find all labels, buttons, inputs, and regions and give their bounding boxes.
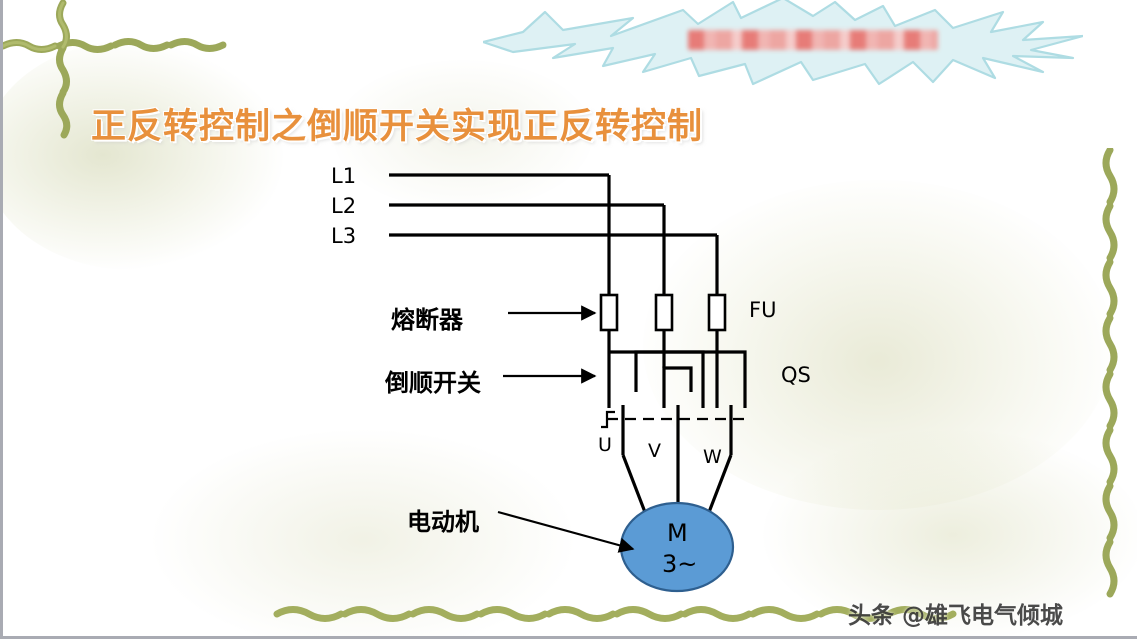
motor-lead-U: [621, 454, 650, 521]
designator-label-FU: FU: [749, 298, 777, 322]
fuse-symbol-L2: [654, 293, 674, 332]
fuse-symbol-L3: [707, 293, 727, 332]
watermark-text: 头条 @雄飞电气倾城: [848, 603, 1064, 629]
supply-label-L1: L1: [331, 164, 357, 188]
supply-label-L3: L3: [331, 224, 357, 248]
motor-terminal-label-U: U: [598, 434, 612, 456]
page-title: 正反转控制之倒顺开关实现正反转控制: [91, 107, 704, 147]
redacted-banner-text: [688, 30, 938, 50]
annotation-arrow-motor: [497, 510, 635, 553]
qs-operating-handle: [601, 410, 615, 429]
motor-symbol-text-M: M: [667, 519, 688, 547]
annotation-label-switch: 倒顺开关: [385, 369, 481, 397]
motor-symbol-text-phase: 3~: [662, 550, 698, 578]
annotation-label-fuse: 熔断器: [391, 306, 463, 334]
fuse-symbol-L1: [599, 293, 619, 332]
supply-label-L2: L2: [331, 194, 357, 218]
motor-terminal-label-W: W: [703, 446, 722, 468]
motor-terminal-label-V: V: [648, 440, 661, 462]
qs-bracket-outer: [609, 350, 747, 408]
qs-bracket-middle: [634, 350, 705, 408]
circuit-diagram: [389, 173, 747, 593]
qs-bracket-inner: [662, 366, 693, 408]
motor-lead-W: [704, 454, 733, 521]
designator-label-QS: QS: [781, 363, 811, 387]
annotation-label-motor: 电动机: [407, 508, 479, 536]
